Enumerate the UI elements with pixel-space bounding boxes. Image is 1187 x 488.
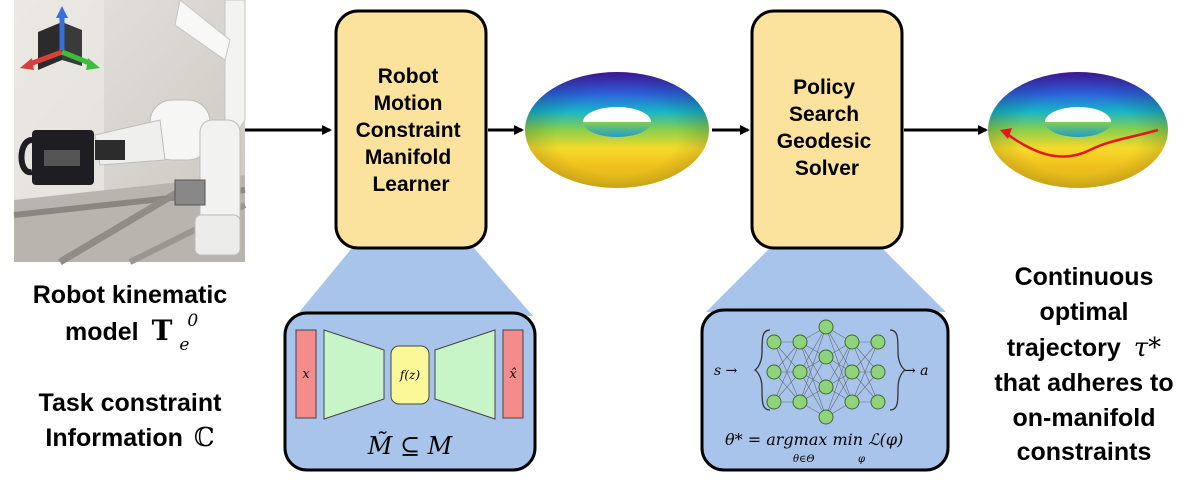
policy-output-label: → a <box>904 363 929 379</box>
network-edge <box>825 341 853 388</box>
encoder-trapezoid <box>323 329 385 420</box>
policy-input-label: s → <box>714 363 738 379</box>
decoder-trapezoid <box>434 329 496 420</box>
left-caption-line4: Information ℂ <box>45 423 214 453</box>
trajectory-torus <box>988 72 1168 188</box>
policy-network-panel: s → → a θ* = argmax min ℒ(φ) θ∈Θ φ <box>700 308 950 472</box>
right-caption-line6: constraints <box>1017 438 1152 466</box>
network-node <box>766 334 782 350</box>
network-node <box>792 364 808 380</box>
right-caption: Continuous optimal trajectory τ* that ad… <box>994 263 1173 466</box>
manifold-formula: M̃ ⊆ M <box>367 432 454 460</box>
learner-block-label: Robot Motion Constraint Manifold Learner <box>356 65 467 196</box>
network-node <box>766 394 782 410</box>
network-node <box>792 334 808 350</box>
solver-block-label: Policy Search Geodesic Solver <box>777 76 877 180</box>
right-caption-line3: trajectory τ* <box>1007 333 1161 363</box>
network-node <box>844 364 860 380</box>
manifold-torus <box>525 72 709 188</box>
network-node <box>870 364 886 380</box>
right-caption-line5: on-manifold <box>1012 404 1155 432</box>
network-edge <box>825 371 853 418</box>
learner-zoom-trapezoid <box>296 248 533 316</box>
network-node <box>844 394 860 410</box>
network-edge <box>799 326 827 373</box>
network-node <box>844 334 860 350</box>
right-caption-line2: optimal <box>1040 298 1129 326</box>
left-caption-line1: Robot kinematic <box>33 281 228 309</box>
network-node <box>870 394 886 410</box>
latent-label: f(z) <box>399 368 420 382</box>
optimal-trajectory <box>1005 128 1159 158</box>
input-label: x <box>302 367 310 382</box>
left-caption-line2: model T e 0 <box>65 311 198 356</box>
input-layer <box>295 329 317 419</box>
policy-formula-sub-phi: φ <box>858 454 865 465</box>
network-edge <box>825 341 853 418</box>
policy-formula: θ* = argmax min ℒ(φ) <box>725 430 903 449</box>
network-node <box>818 349 834 365</box>
network-node <box>766 364 782 380</box>
output-label: x̂ <box>509 367 517 382</box>
network-node <box>818 409 834 425</box>
autoencoder-panel: x f(z) x̂ M̃ ⊆ M <box>283 311 537 472</box>
right-caption-line4: that adheres to <box>994 369 1173 397</box>
output-layer <box>502 329 524 419</box>
solver-zoom-trapezoid <box>706 248 946 312</box>
network-edge <box>799 326 827 403</box>
left-caption: Robot kinematic model T e 0 Task constra… <box>33 281 228 453</box>
network-node <box>818 319 834 335</box>
trajectory-arrowhead <box>1000 128 1012 139</box>
latent-box <box>390 345 430 405</box>
network-edge <box>773 341 801 403</box>
solver-block <box>750 9 904 250</box>
learner-block <box>334 9 488 250</box>
robot-photo <box>13 0 247 266</box>
right-caption-line1: Continuous <box>1015 263 1154 291</box>
network-node <box>870 334 886 350</box>
left-caption-line3: Task constraint <box>39 389 223 417</box>
policy-formula-sub-theta: θ∈Θ <box>793 454 815 465</box>
network-edge <box>851 341 879 403</box>
network-node <box>818 379 834 395</box>
network-node <box>792 394 808 410</box>
network-edge <box>799 356 827 403</box>
